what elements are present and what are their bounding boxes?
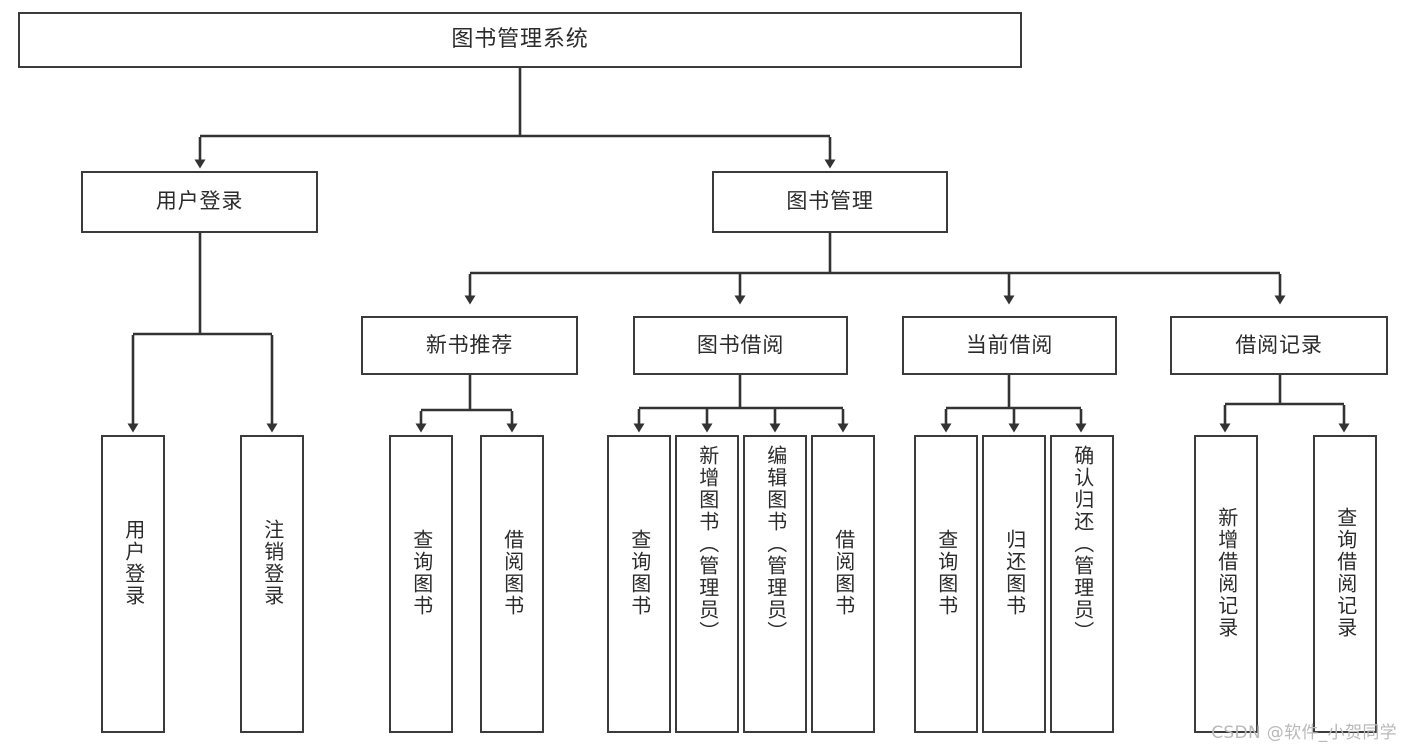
node-label: 编辑图书（管理员）	[763, 445, 788, 643]
node-leaf-borrow-book-2[interactable]: 借阅图书	[811, 435, 875, 733]
node-label: 归还图书	[1002, 529, 1027, 617]
node-label: 新增借阅记录	[1214, 507, 1239, 639]
node-leaf-add-borrow-record[interactable]: 新增借阅记录	[1194, 435, 1258, 733]
node-label: 用户登录	[155, 189, 244, 214]
node-current-borrow[interactable]: 当前借阅	[902, 316, 1117, 375]
node-leaf-logout[interactable]: 注销登录	[240, 435, 304, 733]
node-leaf-borrow-book-1[interactable]: 借阅图书	[480, 435, 544, 733]
node-label: 当前借阅	[965, 332, 1054, 357]
node-label: 用户登录	[121, 519, 146, 607]
node-label: 新增图书（管理员）	[695, 445, 720, 643]
node-book-management[interactable]: 图书管理	[712, 171, 948, 233]
node-label: 图书管理	[786, 189, 874, 214]
node-label: 确认归还（管理员）	[1070, 445, 1095, 643]
node-label: 借阅记录	[1235, 332, 1323, 357]
node-label: 查询图书	[409, 529, 434, 617]
node-label: 借阅图书	[500, 529, 525, 617]
node-label: 借阅图书	[831, 529, 856, 617]
node-leaf-return-book[interactable]: 归还图书	[982, 435, 1046, 733]
node-leaf-query-book-2[interactable]: 查询图书	[607, 435, 671, 733]
node-label: 查询图书	[627, 529, 652, 617]
node-label: 新书推荐	[425, 332, 514, 357]
node-new-book-recommendation[interactable]: 新书推荐	[361, 316, 578, 375]
node-leaf-query-borrow-record[interactable]: 查询借阅记录	[1313, 435, 1377, 733]
node-leaf-confirm-return[interactable]: 确认归还（管理员）	[1050, 435, 1114, 733]
node-leaf-edit-book[interactable]: 编辑图书（管理员）	[743, 435, 807, 733]
node-leaf-query-book-3[interactable]: 查询图书	[914, 435, 978, 733]
node-label: 图书管理系统	[451, 26, 589, 52]
node-book-borrow[interactable]: 图书借阅	[633, 316, 848, 375]
node-leaf-query-book-1[interactable]: 查询图书	[389, 435, 453, 733]
node-root-system[interactable]: 图书管理系统	[18, 12, 1022, 68]
node-leaf-add-book[interactable]: 新增图书（管理员）	[675, 435, 739, 733]
node-label: 图书借阅	[696, 332, 785, 357]
node-label: 查询图书	[934, 529, 959, 617]
node-leaf-user-login[interactable]: 用户登录	[101, 435, 165, 733]
node-label: 注销登录	[260, 519, 285, 607]
node-borrow-record[interactable]: 借阅记录	[1170, 316, 1388, 375]
watermark-text: CSDN @软件_小贺同学	[1211, 723, 1397, 743]
node-user-login[interactable]: 用户登录	[81, 171, 318, 233]
node-label: 查询借阅记录	[1333, 507, 1358, 639]
